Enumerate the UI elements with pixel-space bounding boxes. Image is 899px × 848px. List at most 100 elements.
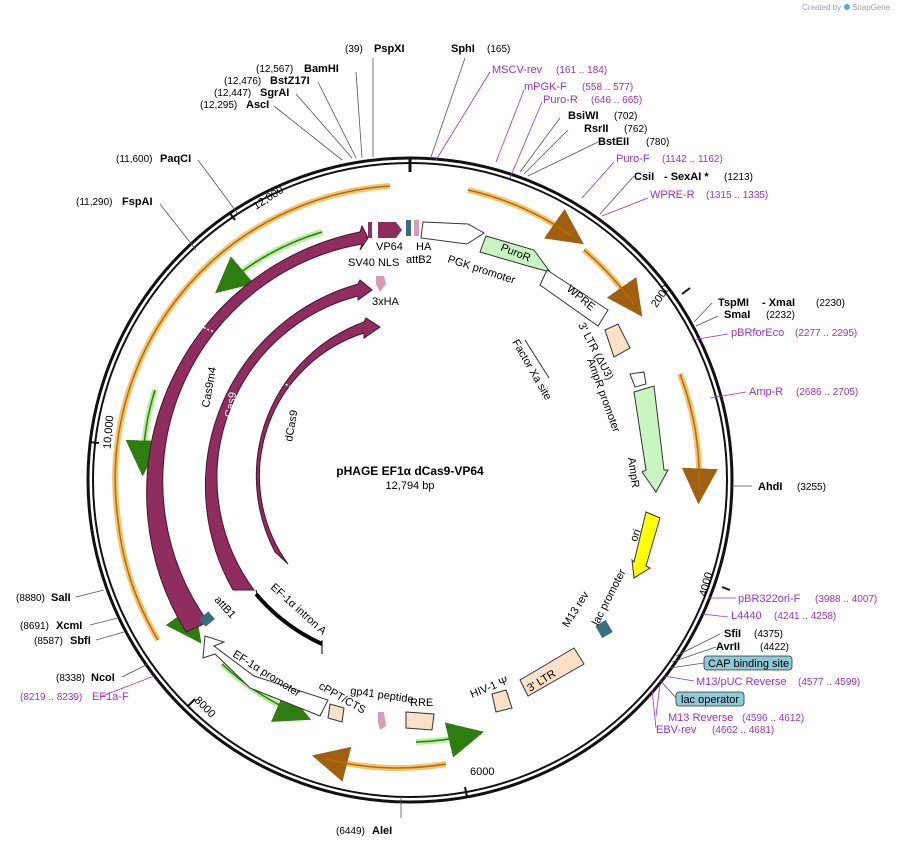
lac-region-block	[595, 619, 613, 639]
orf-arc-puro	[467, 187, 584, 245]
leader-ncoi	[121, 663, 149, 678]
cas9-label: Cas9	[223, 391, 239, 418]
snapgene-logo-icon	[844, 4, 850, 10]
primer-l4440: L4440	[731, 610, 762, 622]
enzyme-xcmi-coord: (8691)	[20, 621, 49, 632]
cap-binding-site-label: CAP binding site	[708, 658, 789, 670]
m13rev-label: M13 rev	[560, 589, 591, 629]
primer-leaders	[99, 71, 747, 729]
pgk-promoter-arrow	[420, 221, 485, 245]
enzyme-xmai: - XmaI	[762, 297, 795, 309]
lac-operator-box	[675, 691, 745, 707]
cap-binding-site-leader	[669, 662, 705, 669]
leader-pbrforeco	[691, 333, 729, 341]
orf-arc-bottom-core	[325, 758, 447, 769]
enzyme-bamhi-coord: (12,567)	[256, 64, 293, 75]
enzyme-csii-coord: (1213)	[724, 172, 753, 183]
leader-bsiwi	[519, 117, 561, 173]
3xha-block	[376, 276, 386, 292]
dcas9-arc	[255, 317, 381, 565]
orf-arc-amp-core	[679, 373, 700, 491]
orf-arc-amp	[677, 372, 718, 505]
ha-label: HA	[416, 241, 432, 253]
green-arc-top-core	[225, 231, 323, 285]
leader-sgrai	[295, 93, 353, 159]
ef1a-promoter-arrow	[202, 635, 329, 717]
rre-label: RRE	[410, 697, 433, 709]
enzyme-rsrii: RsrII	[584, 123, 608, 135]
ef1a-intron-bar	[254, 592, 323, 646]
enzyme-ncoi-coord: (8338)	[56, 673, 85, 684]
factor-xa-mark	[524, 339, 550, 379]
credit-brand: SnapGene	[852, 3, 891, 12]
gp41-block	[378, 712, 386, 730]
leader-l4440	[701, 613, 729, 618]
leader-tspmi	[693, 302, 713, 323]
enzyme-pspxi: PspXI	[374, 43, 405, 55]
enzyme-asci-coord: (12,295)	[200, 100, 237, 111]
primer-mpgk-f-coord: (558 .. 577)	[582, 82, 633, 93]
vp64-block	[378, 222, 402, 238]
primer-amp-r-coord: (2686 .. 2705)	[796, 387, 858, 398]
primer-ef1a-f-coord: (8219 .. 8239)	[20, 692, 82, 703]
enzyme-sali-coord: (8880)	[16, 593, 45, 604]
primer-puro-r-coord: (646 .. 665)	[591, 95, 642, 106]
leader-bamhi	[355, 71, 363, 159]
enzyme-ahdi-coord: (3255)	[797, 482, 826, 493]
orf-arcs	[112, 183, 718, 782]
enzyme-avrii: AvrII	[716, 641, 740, 653]
attb1-block	[199, 611, 215, 627]
leader-amp-r	[709, 391, 747, 399]
bottom-features: 3' LTR HIV-1 Ψ RRE gp41 peptide cPPT/CTS…	[199, 581, 585, 731]
attb1-label: attB1	[212, 594, 238, 621]
leader-puro-r	[509, 101, 543, 179]
intron-start-tick	[255, 589, 259, 599]
enzyme-sphi: SphI	[451, 43, 475, 55]
plasmid-size: 12,794 bp	[386, 480, 435, 492]
enzyme-bsiwi-coord: (702)	[614, 111, 637, 122]
lac-operator-label: lac operator	[681, 694, 739, 706]
enzyme-bottom: (6449) AleI	[336, 825, 392, 837]
top-small-features: VP64 HA SV40 NLS attB2 3xHA	[348, 220, 432, 308]
backbone	[86, 156, 734, 804]
leader-avrii	[671, 646, 717, 663]
enzymes-left: (12,567) BamHI (12,476) BstZ17I (12,447)…	[16, 63, 339, 684]
enzyme-smai: SmaI	[724, 309, 750, 321]
primer-puro-f: Puro-F	[616, 153, 650, 165]
cppt-block	[327, 703, 345, 723]
enzyme-bsteii: BstEII	[598, 136, 629, 148]
primer-pbr322ori-f: pBR322ori-F	[738, 593, 801, 605]
green-arc-ef1a-core	[221, 663, 299, 715]
rre-block	[405, 711, 435, 731]
leader-ebv-rev	[651, 689, 657, 729]
tick-2000	[681, 287, 691, 295]
enzyme-bamhi: BamHI	[304, 63, 339, 75]
leader-paqci	[197, 159, 239, 215]
enzyme-alei: AleI	[372, 825, 392, 837]
tick-8000	[187, 698, 196, 707]
primer-pbr322ori-f-coord: (3988 .. 4007)	[815, 594, 877, 605]
leader-sfii	[675, 633, 721, 657]
enzyme-alei-coord: (6449)	[336, 826, 365, 837]
enzyme-bsteii-coord: (780)	[646, 137, 669, 148]
primer-puro-f-coord: (1142 .. 1162)	[662, 154, 723, 165]
primer-m13-reverse-coord: (4596 .. 4612)	[742, 713, 804, 724]
leader-mpgk-f	[495, 89, 525, 163]
ampr-label: AmpR	[625, 457, 641, 489]
leader-smai	[695, 315, 719, 327]
primer-m13-puc-reverse: M13/pUC Reverse	[696, 676, 786, 688]
enzyme-fspai: FspAI	[122, 196, 153, 208]
leader-sbfi	[95, 631, 125, 641]
cas9-arc	[204, 279, 373, 591]
dcas9-label: dCas9	[283, 409, 300, 442]
leader-bsteii	[527, 141, 599, 177]
primer-mscv-rev-coord: (161 .. 184)	[556, 65, 607, 76]
enzyme-asci: AscI	[246, 99, 269, 111]
primer-mpgk-f: mPGK-F	[524, 81, 567, 93]
tick-12000	[228, 211, 236, 221]
primer-ebv-rev: EBV-rev	[656, 724, 697, 736]
leader-sali	[75, 589, 105, 598]
green-arc-mid-core	[142, 389, 156, 463]
enzyme-sgrai: SgrAI	[260, 87, 289, 99]
